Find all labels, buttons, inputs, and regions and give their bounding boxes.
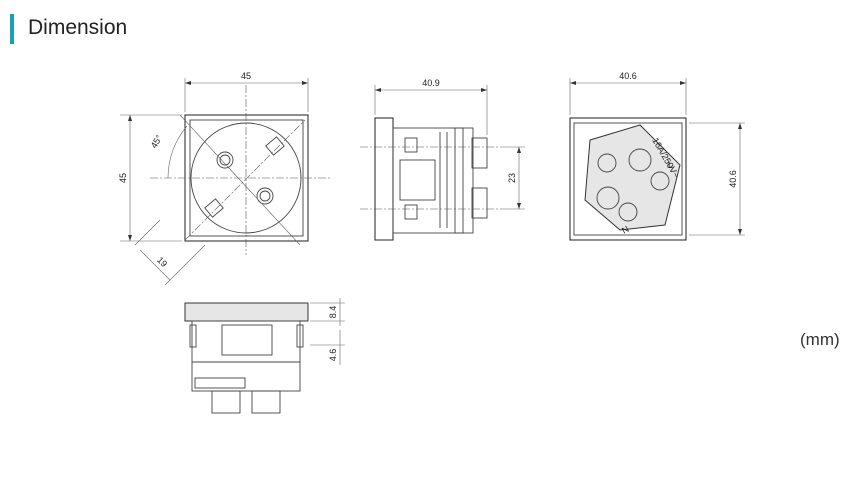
- page-title: Dimension: [28, 16, 128, 39]
- screw-terminal: [618, 202, 638, 222]
- terminal-label-l: L: [668, 160, 673, 170]
- side-depth-label: 40.9: [422, 78, 440, 88]
- side-flange: [374, 117, 394, 241]
- front-view: 45 45 45° 19: [118, 71, 330, 286]
- pin-hole: [216, 151, 234, 169]
- terminal: [471, 137, 488, 169]
- front-width-label: 45: [241, 71, 251, 81]
- terminal: [471, 187, 488, 219]
- bottom-terminal: [251, 390, 281, 414]
- earth-clip: [265, 136, 285, 156]
- pin-spacing-label: 23: [507, 173, 517, 183]
- earth-clip: [204, 198, 224, 218]
- rear-height-label: 40.6: [728, 170, 738, 188]
- terminal-label-n: N: [620, 224, 631, 236]
- rear-view: 16A/250V~ N L 40.6 40.6: [569, 71, 745, 241]
- title-accent-bar: [10, 14, 14, 44]
- bottom-top-label: 8.4: [328, 306, 338, 319]
- side-view: 40.9 23: [360, 78, 525, 241]
- bottom-terminal: [211, 390, 241, 414]
- bottom-flange: [184, 302, 309, 322]
- screw-terminal: [650, 171, 670, 191]
- bottom-bottom-label: 4.6: [328, 349, 338, 362]
- bottom-view: 8.4 4.6: [184, 298, 345, 414]
- unit-label: (mm): [800, 330, 840, 349]
- pin-hole: [256, 187, 274, 205]
- screw-terminal: [597, 153, 617, 173]
- side-body: [392, 127, 464, 234]
- front-height-label: 45: [118, 173, 128, 183]
- angle-label: 45°: [149, 133, 165, 150]
- rear-width-label: 40.6: [619, 71, 637, 81]
- rear-terminal-block: [584, 124, 681, 231]
- bottom-body: [191, 320, 301, 392]
